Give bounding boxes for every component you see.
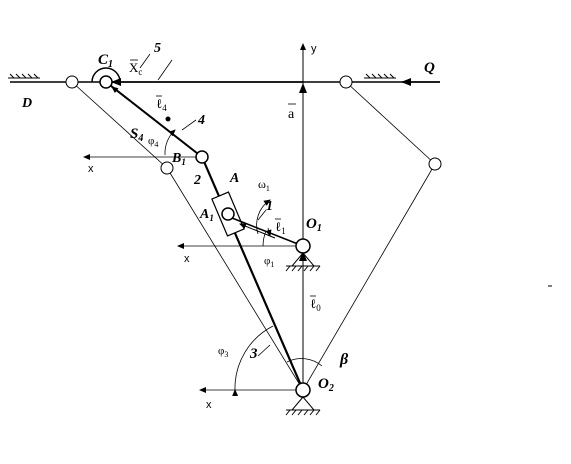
label-l0: ℓ0 [310, 296, 321, 313]
label-link-1: 1 [266, 199, 273, 214]
label-link-3: 3 [249, 346, 258, 362]
label-c1: C1 [98, 52, 113, 70]
leader-5 [139, 53, 151, 69]
label-y-axis: y [311, 43, 317, 55]
label-a-slider: A [229, 171, 239, 186]
label-d: D [21, 96, 32, 111]
angle-phi4-arc [164, 129, 176, 156]
slider-c1-shoe [91, 67, 121, 83]
joint-a1 [221, 207, 235, 221]
center-of-mass-s4 [165, 116, 171, 122]
label-x-mid: x [184, 253, 190, 265]
label-l1: ℓ1 [275, 219, 286, 236]
joint-b1-alt [160, 161, 174, 175]
label-a: a [288, 107, 295, 122]
label-x-bot: x [206, 399, 212, 411]
label-omega1: ω1 [258, 177, 270, 193]
label-o2: O2 [318, 376, 334, 394]
label-x-top: x [88, 163, 94, 175]
support-o1 [285, 252, 321, 272]
ground-hatch-left [8, 73, 40, 79]
joint-d [65, 75, 79, 89]
label-xc: Xc [129, 60, 142, 77]
joint-o1 [295, 238, 311, 254]
angle-phi1-arc-arrow [265, 227, 272, 237]
leader-xc [157, 59, 173, 81]
label-l4: ℓ4 [156, 96, 167, 113]
label-phi3: φ3 [218, 345, 228, 359]
support-o2 [285, 396, 321, 416]
link-1-crank [231, 217, 304, 247]
vector-l4-arrow [111, 86, 171, 133]
leader-1 [257, 209, 267, 221]
label-force-q: Q [424, 60, 435, 76]
label-link-2: 2 [193, 173, 201, 188]
label-phi4: φ4 [148, 135, 158, 149]
angle-beta-arc [286, 358, 323, 367]
label-link-4: 4 [197, 113, 205, 128]
label-phi1: φ1 [264, 255, 274, 269]
angle-phi3-arc [232, 325, 274, 397]
label-beta: β [339, 351, 349, 368]
label-b1: B1 [171, 151, 186, 167]
joint-o2 [295, 382, 311, 398]
label-link-5: 5 [154, 41, 161, 56]
joint-right-top [339, 75, 353, 89]
label-o1: O1 [306, 216, 322, 234]
label-s4: S4 [130, 126, 143, 144]
joint-right-mid [428, 157, 442, 171]
leader-3 [257, 344, 271, 357]
leader-4 [181, 119, 197, 131]
joint-b1 [195, 150, 209, 164]
label-a1: A1 [199, 207, 214, 223]
ground-hatch-right [364, 73, 396, 79]
alternate-position-lines [71, 81, 436, 391]
joint-c1 [99, 75, 113, 89]
angle-omega1-arc [256, 199, 271, 235]
